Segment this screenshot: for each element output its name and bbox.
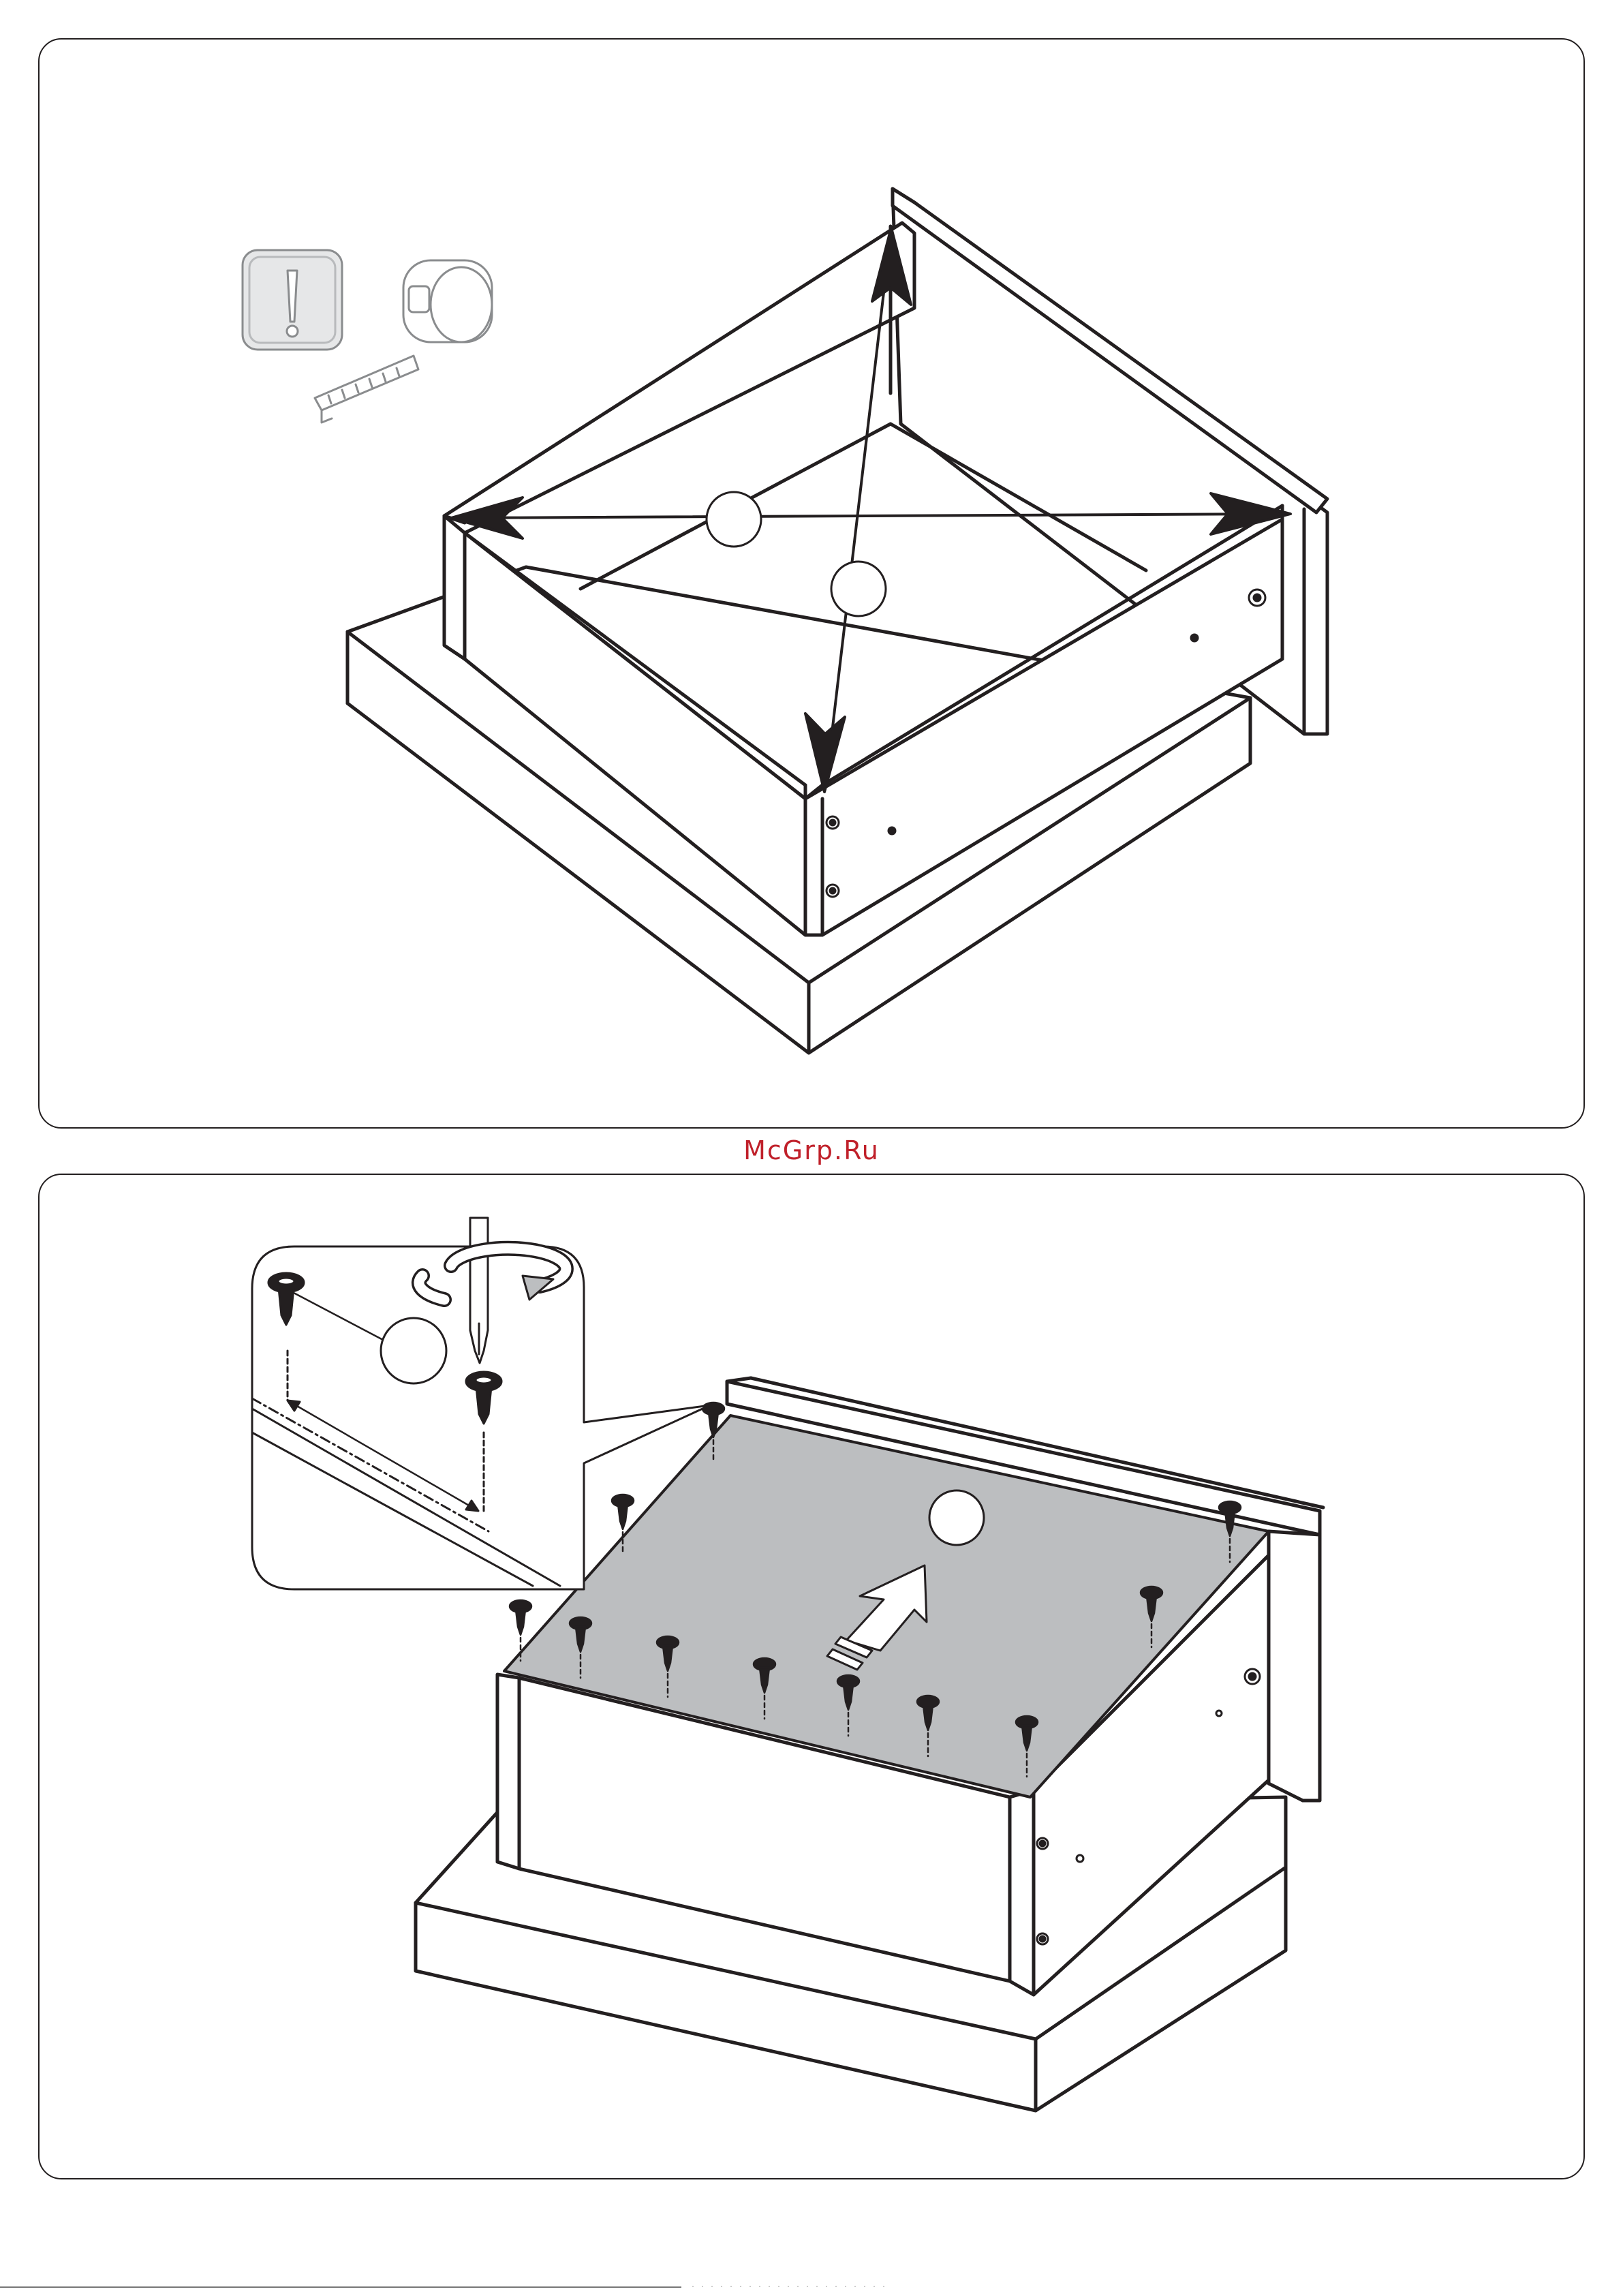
step-panel-measure	[38, 38, 1585, 1129]
callout-circle-panel	[929, 1490, 984, 1545]
watermark: McGrp.Ru	[0, 1130, 1623, 1171]
warning-icon	[243, 250, 342, 350]
screwdriver-icon	[470, 1218, 488, 1363]
footer-rule	[0, 2286, 681, 2288]
bottom-panel-illustration	[40, 1175, 1586, 2181]
footer-dots	[688, 2284, 893, 2289]
callout-circle-b	[831, 562, 886, 616]
callout-circle-a	[707, 492, 761, 547]
drawer-diagonal-illustration	[40, 40, 1586, 1130]
step-panel-bottom-panel	[38, 1174, 1585, 2179]
callout-circle-inset	[381, 1318, 446, 1383]
